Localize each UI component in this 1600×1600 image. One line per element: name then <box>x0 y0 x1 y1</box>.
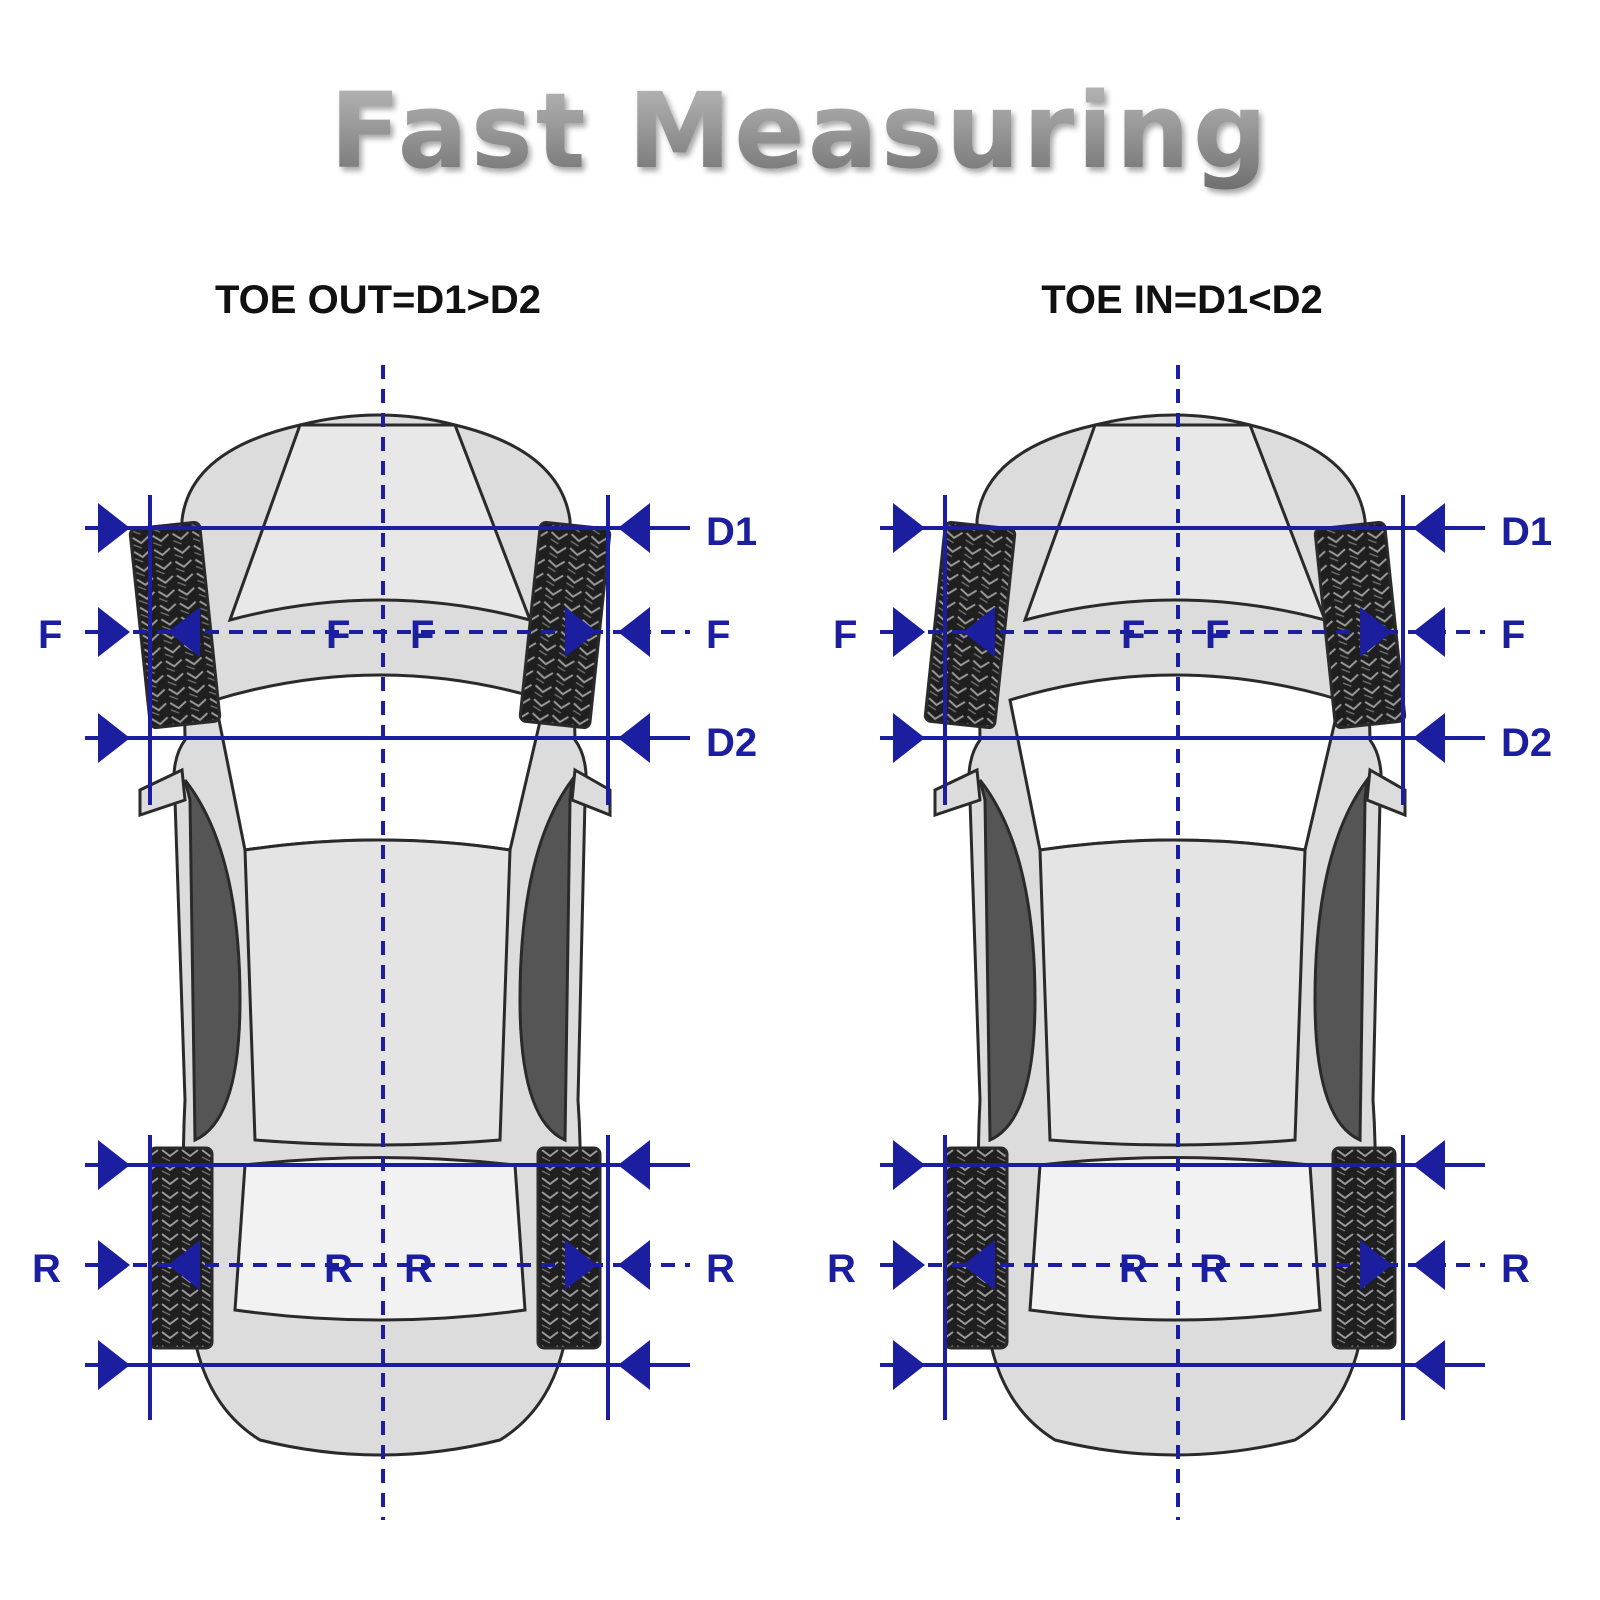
car-illustration <box>128 413 612 1457</box>
toe-in-title: TOE IN=D1<D2 <box>1041 278 1323 322</box>
windshield <box>1008 673 1342 852</box>
measurement-overlay <box>85 365 690 1520</box>
left-window <box>978 779 1037 1143</box>
rear-window <box>1028 1156 1322 1322</box>
arrow-rt-right <box>618 1140 650 1190</box>
arrow-r-inner-left <box>168 1240 200 1290</box>
measurement-overlay <box>880 365 1485 1520</box>
arrow-r-outer-right <box>618 1240 650 1290</box>
arrow-f-outer-right <box>618 607 650 657</box>
arrow-d2-right <box>1413 713 1445 763</box>
panel-toe-out: D1 D2 F F F F R R R R <box>32 365 757 1520</box>
label-f-outer-right: F <box>1501 613 1525 657</box>
roof <box>1038 838 1307 1147</box>
label-d2: D2 <box>706 721 757 765</box>
panel-toe-in: D1 D2 F F F F R R R R <box>827 365 1552 1520</box>
label-r-inner-left: R <box>1119 1247 1148 1291</box>
label-r-outer-right: R <box>1501 1247 1530 1291</box>
arrow-d2-right <box>618 713 650 763</box>
label-d1: D1 <box>1501 510 1552 554</box>
arrow-f-outer-left <box>98 607 130 657</box>
right-mirror <box>570 767 612 818</box>
arrow-r-inner-left <box>963 1240 995 1290</box>
arrow-d2-left <box>98 713 130 763</box>
label-r-inner-left: R <box>324 1247 353 1291</box>
arrow-f-inner-left <box>963 607 995 657</box>
label-f-inner-left: F <box>326 613 350 657</box>
car-illustration <box>923 413 1407 1457</box>
label-f-outer-left: F <box>38 613 62 657</box>
arrow-rt-right <box>1413 1140 1445 1190</box>
arrow-r-inner-right <box>565 1240 597 1290</box>
arrow-rb-left <box>98 1340 130 1390</box>
arrow-d1-right <box>618 503 650 553</box>
rear-window <box>233 1156 527 1322</box>
right-window <box>1313 774 1370 1143</box>
front-left-tire <box>923 520 1017 730</box>
label-f-outer-right: F <box>706 613 730 657</box>
main-title: Fast Measuring <box>0 70 1600 192</box>
arrow-rt-left <box>893 1140 925 1190</box>
arrow-r-outer-left <box>98 1240 130 1290</box>
label-f-inner-right: F <box>410 613 434 657</box>
front-left-tire <box>128 520 222 730</box>
label-r-outer-left: R <box>827 1247 856 1291</box>
arrow-f-outer-right <box>1413 607 1445 657</box>
label-r-inner-right: R <box>1199 1247 1228 1291</box>
arrow-d1-left <box>98 503 130 553</box>
label-d1: D1 <box>706 510 757 554</box>
arrow-d1-left <box>893 503 925 553</box>
hood <box>227 423 533 623</box>
left-window <box>183 779 242 1143</box>
hood <box>1022 423 1328 623</box>
arrow-r-outer-right <box>1413 1240 1445 1290</box>
arrow-rb-right <box>618 1340 650 1390</box>
label-r-outer-left: R <box>32 1247 61 1291</box>
roof <box>243 838 512 1147</box>
right-mirror <box>1365 767 1407 818</box>
arrow-rb-left <box>893 1340 925 1390</box>
arrow-rb-right <box>1413 1340 1445 1390</box>
label-d2: D2 <box>1501 721 1552 765</box>
windshield <box>213 673 547 852</box>
label-f-inner-left: F <box>1121 613 1145 657</box>
rear-left-tire <box>148 1146 214 1350</box>
label-r-inner-right: R <box>404 1247 433 1291</box>
arrow-d2-left <box>893 713 925 763</box>
arrow-rt-left <box>98 1140 130 1190</box>
arrow-f-inner-right <box>565 607 597 657</box>
arrow-r-outer-left <box>893 1240 925 1290</box>
arrow-d1-right <box>1413 503 1445 553</box>
right-window <box>518 774 575 1143</box>
toe-out-title: TOE OUT=D1>D2 <box>214 278 542 322</box>
label-r-outer-right: R <box>706 1247 735 1291</box>
arrow-f-inner-right <box>1360 607 1392 657</box>
label-f-inner-right: F <box>1205 613 1229 657</box>
arrow-f-inner-left <box>168 607 200 657</box>
label-f-outer-left: F <box>833 613 857 657</box>
arrow-r-inner-right <box>1360 1240 1392 1290</box>
arrow-f-outer-left <box>893 607 925 657</box>
rear-left-tire <box>943 1146 1009 1350</box>
